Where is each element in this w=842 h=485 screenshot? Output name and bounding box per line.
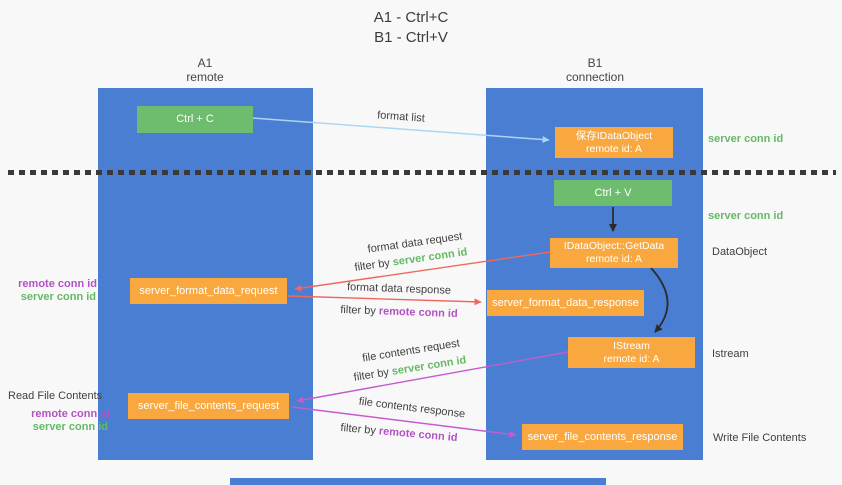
- annotation-remote-conn-id-1: remote conn id: [18, 278, 97, 290]
- annotation-remote-conn-id-2: remote conn id: [31, 408, 110, 420]
- node-save-dataobject-line1: 保存IDataObject: [575, 129, 653, 142]
- label-file-contents-response: file contents response: [358, 395, 466, 421]
- annotation-server-conn-id-left-2: server conn id: [32, 421, 108, 433]
- filter-by-text: filter by: [340, 303, 380, 318]
- label-filter-by-remote-conn-id-2: filter by remote conn id: [340, 422, 458, 444]
- bottom-window-edge: [230, 478, 606, 485]
- lane-b-title: B1: [587, 56, 603, 70]
- node-getdata-line1: IDataObject::GetData: [563, 240, 665, 252]
- node-server-format-data-response: server_format_data_response: [487, 290, 644, 316]
- node-getdata-line2: remote id: A: [585, 253, 643, 265]
- title-line-2: B1 - Ctrl+V: [374, 29, 448, 46]
- title-line-1: A1 - Ctrl+C: [373, 9, 449, 26]
- node-istream-line1: IStream: [613, 339, 650, 352]
- diagram-title: A1 - Ctrl+C B1 - Ctrl+V: [0, 8, 822, 48]
- lane-b-subtitle: connection: [565, 70, 625, 84]
- annotation-read-file-contents: Read File Contents: [8, 390, 103, 402]
- annotation-istream: Istream: [712, 348, 749, 360]
- node-file-request-label: server_file_contents_request: [137, 399, 280, 412]
- filter-by-text: filter by: [340, 421, 380, 438]
- filter-by-text: filter by: [352, 365, 393, 384]
- node-server-file-contents-response: server_file_contents_response: [522, 424, 683, 450]
- label-format-data-response: format data response: [346, 281, 452, 297]
- node-ctrl-c: Ctrl + C: [137, 106, 253, 133]
- node-istream: IStream remote id: A: [568, 337, 695, 368]
- arrow-format-data-response: [287, 295, 482, 306]
- node-server-file-contents-request: server_file_contents_request: [128, 393, 289, 419]
- node-save-dataobject-line2: remote id: A: [585, 142, 643, 155]
- remote-conn-id-text: remote conn id: [378, 425, 458, 445]
- node-format-response-label: server_format_data_response: [492, 296, 639, 309]
- node-save-dataobject: 保存IDataObject remote id: A: [555, 127, 673, 158]
- node-istream-line2: remote id: A: [603, 352, 660, 365]
- remote-conn-id-text: remote conn id: [378, 305, 458, 321]
- lane-a-title: A1: [197, 56, 213, 70]
- label-filter-by-remote-conn-id-1: filter by remote conn id: [340, 304, 458, 320]
- node-file-response-label: server_file_contents_response: [527, 430, 678, 443]
- node-ctrl-v-label: Ctrl + V: [594, 186, 632, 199]
- annotation-server-conn-id-mid: server conn id: [708, 210, 784, 222]
- annotation-server-conn-id-top: server conn id: [708, 133, 784, 145]
- dashed-separator-line: [8, 170, 836, 175]
- annotation-write-file-contents: Write File Contents: [713, 432, 807, 444]
- lane-b-header: B1 connection: [535, 56, 655, 84]
- node-server-format-data-request: server_format_data_request: [130, 278, 287, 304]
- annotation-server-conn-id-left-1: server conn id: [20, 291, 96, 303]
- node-format-request-label: server_format_data_request: [139, 284, 278, 297]
- node-ctrl-c-label: Ctrl + C: [176, 113, 214, 125]
- node-getdata: IDataObject::GetData remote id: A: [550, 238, 678, 268]
- node-ctrl-v: Ctrl + V: [554, 180, 672, 206]
- filter-by-text: filter by: [353, 256, 394, 274]
- lane-a-subtitle: remote: [186, 70, 224, 84]
- annotation-dataobject: DataObject: [712, 246, 768, 258]
- lane-a-header: A1 remote: [145, 56, 265, 84]
- label-format-list: format list: [376, 109, 426, 125]
